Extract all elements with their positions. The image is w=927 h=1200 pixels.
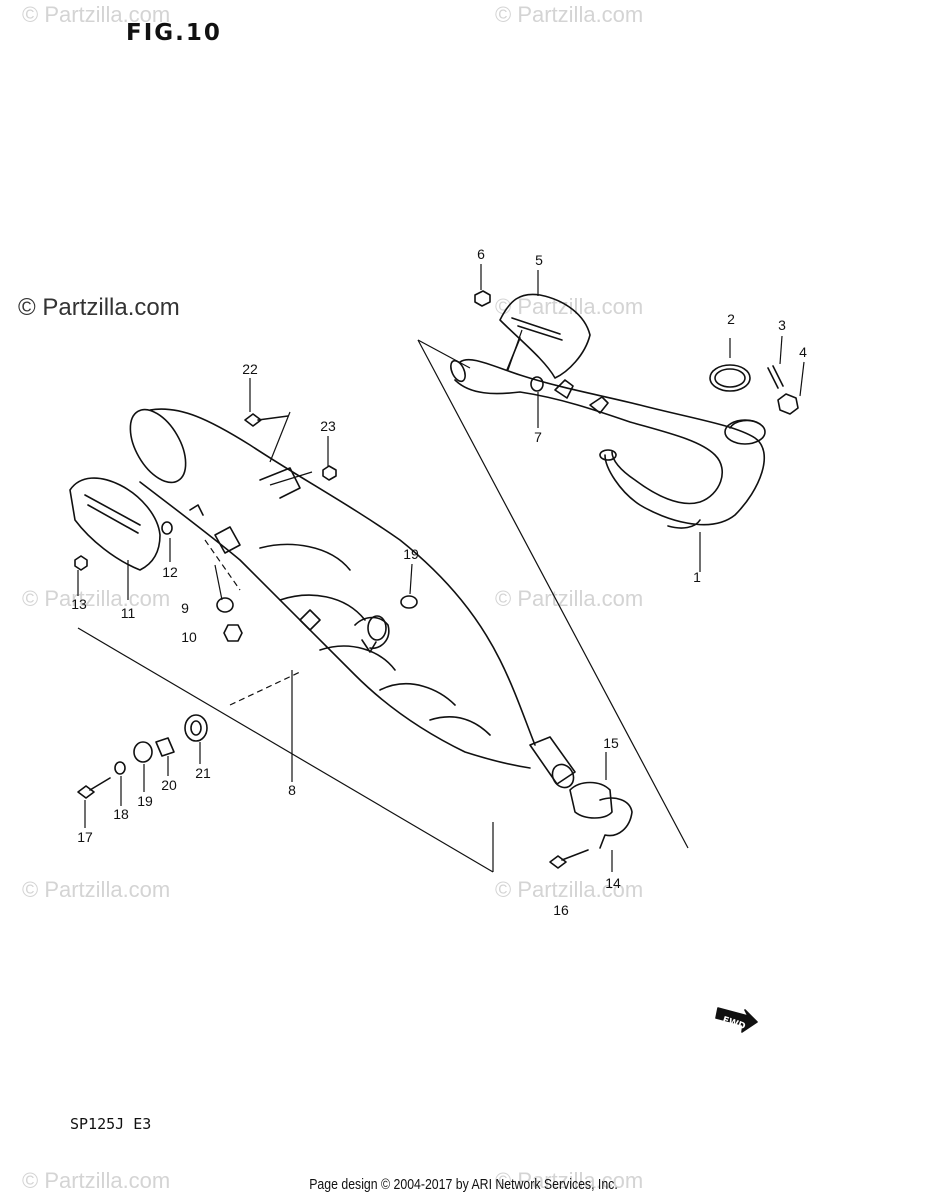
- bolt: [549, 849, 589, 869]
- washer: [161, 521, 173, 535]
- callout-label: 8: [288, 782, 296, 798]
- forward-arrow-icon: [715, 1007, 758, 1033]
- callout-label: 15: [603, 735, 619, 751]
- bolt: [244, 413, 289, 427]
- callout-labels: 1 2 3 4 5 6 7 8 9 10 11 12 13 14 15 16 1…: [71, 246, 807, 1032]
- bolt: [77, 777, 111, 799]
- callout-label: 5: [535, 252, 543, 268]
- watermark: © Partzilla.com: [495, 1168, 644, 1193]
- bolt: [223, 624, 243, 642]
- callout-label: 17: [77, 829, 93, 845]
- callout-label: 14: [605, 875, 621, 891]
- watermark: © Partzilla.com: [22, 2, 171, 27]
- nut: [777, 393, 799, 415]
- watermark: © Partzilla.com: [22, 877, 171, 902]
- callout-label: 19: [137, 793, 153, 809]
- callout-label: 13: [71, 596, 87, 612]
- callout-label: 16: [553, 902, 569, 918]
- callout-label: 1: [693, 569, 701, 585]
- watermark: © Partzilla.com: [22, 1168, 171, 1193]
- watermark: © Partzilla.com: [18, 294, 180, 321]
- washer: [114, 761, 126, 775]
- collar: [216, 597, 234, 613]
- callout-label: 12: [162, 564, 178, 580]
- washer: [400, 595, 418, 609]
- page-footer: Page design © 2004-2017 by ARI Network S…: [309, 1176, 618, 1193]
- joint-gasket: [569, 781, 613, 819]
- washer: [530, 376, 544, 392]
- callout-label: 23: [320, 418, 336, 434]
- callout-label: 2: [727, 311, 735, 327]
- watermark: © Partzilla.com: [495, 2, 644, 27]
- callout-label: 9: [181, 600, 189, 616]
- callout-label: 6: [477, 246, 485, 262]
- callout-label: 22: [242, 361, 258, 377]
- nut: [474, 290, 491, 307]
- callout-label: 10: [181, 629, 197, 645]
- callout-label: 7: [534, 429, 542, 445]
- watermark: © Partzilla.com: [495, 877, 644, 902]
- model-code: SP125J E3: [70, 1115, 152, 1133]
- callout-label: 19: [403, 546, 419, 562]
- callout-label: 11: [121, 605, 136, 621]
- nut: [322, 465, 337, 481]
- gasket: [709, 364, 751, 392]
- callout-label: 18: [113, 806, 129, 822]
- figure-title: FIG.10: [126, 20, 222, 46]
- collar: [155, 737, 175, 757]
- watermark: © Partzilla.com: [22, 586, 171, 611]
- muffler: [129, 408, 576, 789]
- heat-shield-upper: [499, 293, 591, 379]
- callout-label: 20: [161, 777, 177, 793]
- stud-bolt: [767, 365, 784, 389]
- heat-shield-muffler: [69, 477, 161, 571]
- washer: [133, 741, 153, 763]
- callout-label: 4: [799, 344, 807, 360]
- bolt: [74, 555, 88, 571]
- callout-label: 21: [195, 765, 211, 781]
- watermark: © Partzilla.com: [495, 586, 644, 611]
- clamp: [599, 797, 633, 849]
- exhaust-pipe: [450, 358, 766, 529]
- callout-label: 3: [778, 317, 786, 333]
- cushion: [184, 714, 208, 742]
